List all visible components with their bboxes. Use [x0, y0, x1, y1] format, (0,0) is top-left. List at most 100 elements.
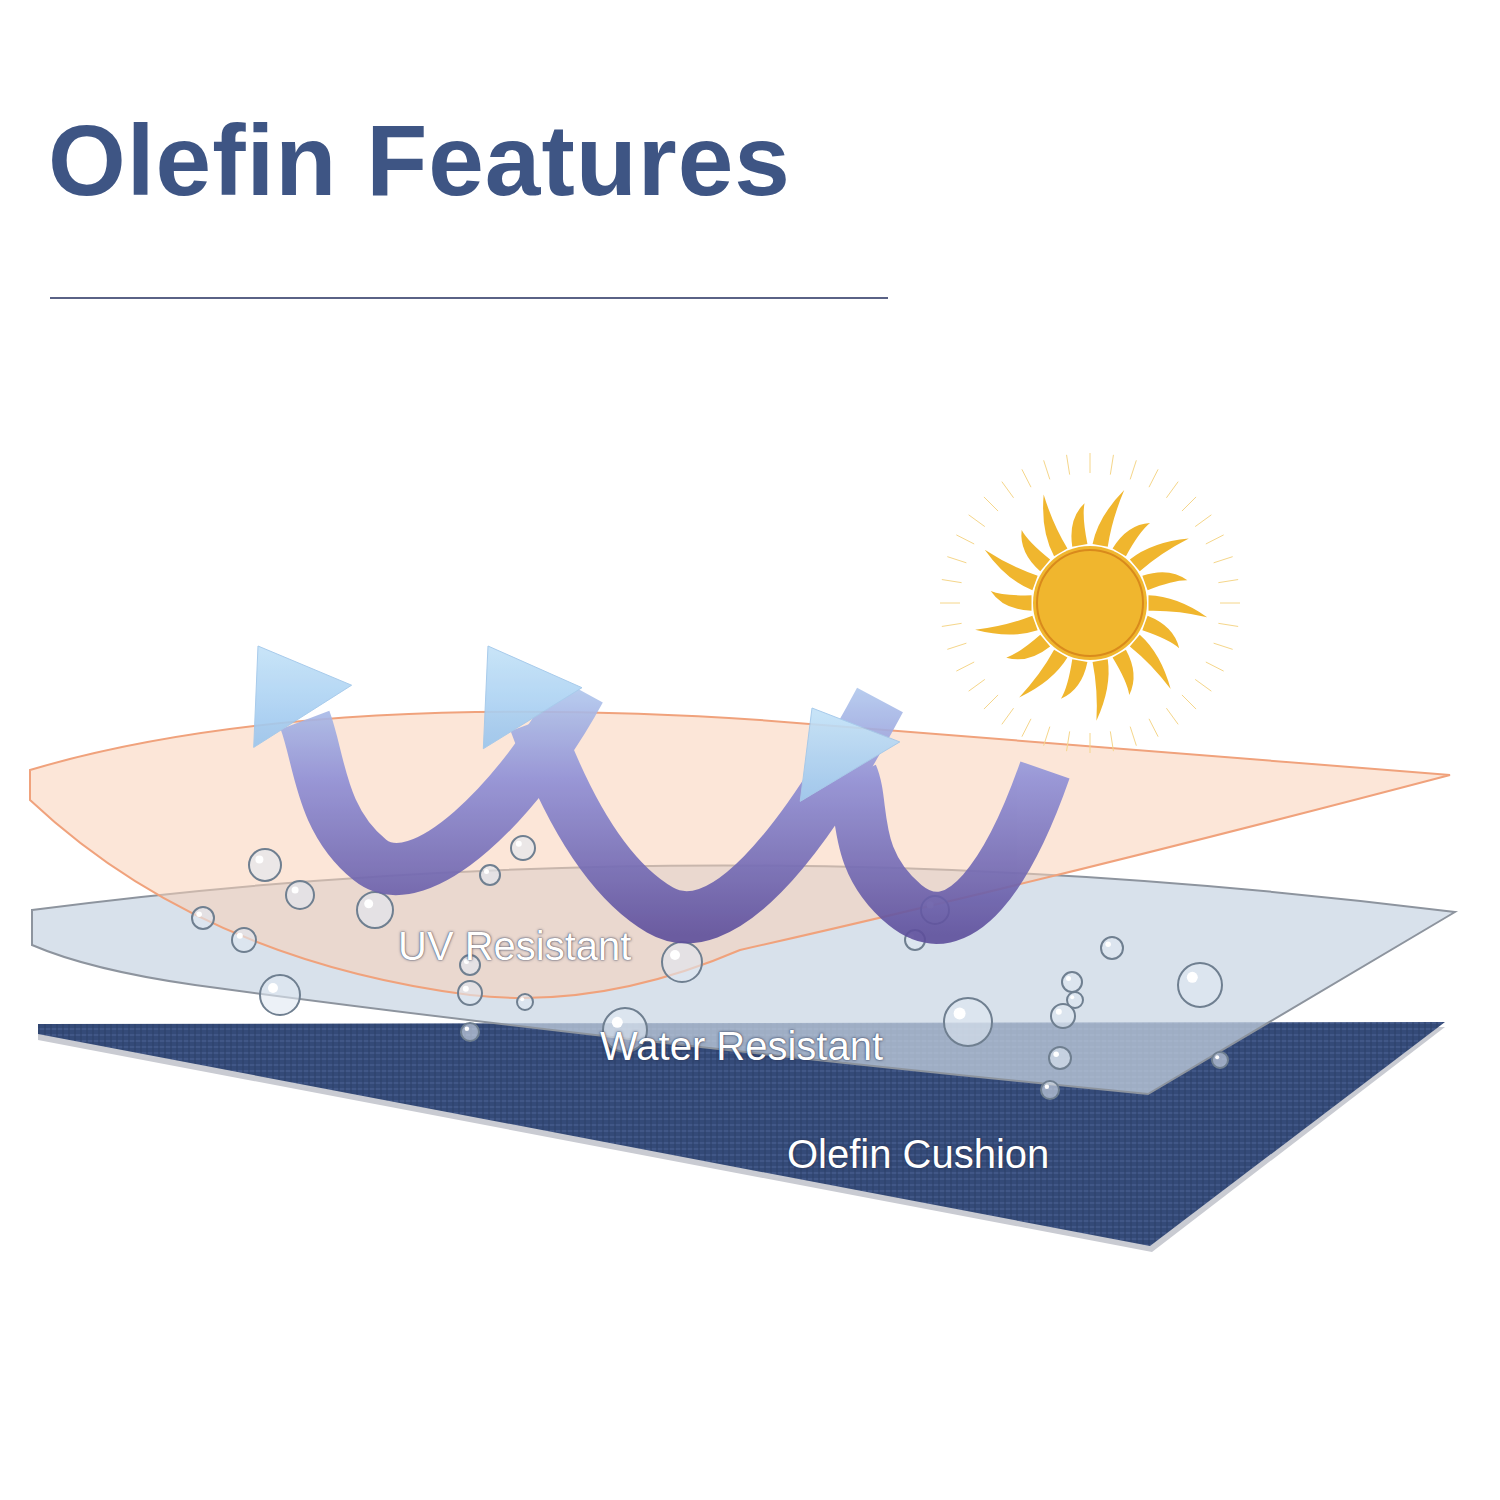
sun-glow	[1067, 731, 1070, 751]
sun-ray	[1006, 635, 1050, 660]
sun-glow	[1090, 453, 1091, 473]
sun-glow	[1022, 469, 1031, 487]
water-bubble	[1041, 1081, 1059, 1099]
bubble-highlight	[463, 986, 469, 992]
sun-glow	[956, 662, 974, 671]
water-bubble	[458, 981, 482, 1005]
sun-glow	[984, 695, 998, 709]
water-bubble	[1067, 992, 1083, 1008]
bubble-highlight	[1215, 1055, 1219, 1059]
sun-ray	[1061, 659, 1087, 698]
sun-glow	[956, 535, 974, 544]
water-bubble	[461, 1023, 479, 1041]
uv-layer	[30, 712, 1450, 998]
sun-glow	[1182, 695, 1196, 709]
water-bubble	[192, 907, 214, 929]
water-bubble	[1062, 972, 1082, 992]
arrow-head	[483, 646, 582, 749]
sun-glow	[1206, 662, 1224, 671]
layer-label: Water Resistant	[600, 1022, 883, 1070]
sun-glow	[942, 580, 962, 583]
sun-glow	[1130, 460, 1136, 479]
bubble-highlight	[1066, 976, 1071, 981]
sun-ray	[991, 591, 1032, 611]
sun-glow	[1214, 643, 1233, 649]
sun-ray	[1142, 572, 1187, 590]
arrow-head	[800, 708, 900, 801]
sun-glow	[1149, 719, 1158, 737]
bubble-highlight	[520, 997, 524, 1001]
uv-arrow	[852, 770, 1045, 918]
bubble-highlight	[1105, 941, 1111, 947]
bubble-highlight	[268, 983, 278, 993]
sun-glow	[1195, 679, 1211, 691]
sun-glow	[942, 623, 962, 626]
sun-glow	[1214, 557, 1233, 563]
sun-glow	[1218, 580, 1238, 583]
sun-glow	[984, 497, 998, 511]
bubble-highlight	[237, 933, 243, 939]
layer-label: Olefin Cushion	[787, 1130, 1049, 1178]
water-bubble	[1049, 1047, 1071, 1069]
sun-glow	[1182, 497, 1196, 511]
layer-label: UV Resistant	[398, 922, 631, 970]
bubble-highlight	[516, 841, 522, 847]
sun-glow	[1220, 603, 1240, 604]
water-bubble	[249, 849, 281, 881]
water-bubble	[480, 865, 500, 885]
sun-glow	[1166, 708, 1178, 724]
sun-glow	[947, 557, 966, 563]
sun-ray	[1093, 490, 1125, 547]
sun-glow	[1130, 727, 1136, 746]
water-bubble	[232, 928, 256, 952]
water-bubble	[1101, 937, 1123, 959]
bubble-highlight	[1056, 1009, 1062, 1015]
sun-glow	[1002, 708, 1014, 724]
bubble-highlight	[255, 855, 263, 863]
bubble-highlight	[1070, 995, 1074, 999]
sun-glow	[1002, 482, 1014, 498]
bubble-highlight	[1187, 972, 1198, 983]
water-bubble	[517, 994, 533, 1010]
sun-ray	[1130, 635, 1171, 689]
sun-ray	[1130, 539, 1189, 572]
bubble-highlight	[1053, 1051, 1059, 1057]
sun-ray	[1071, 503, 1087, 547]
bubble-highlight	[465, 1027, 470, 1032]
water-bubble	[260, 975, 300, 1015]
bubble-highlight	[292, 887, 299, 894]
sun-glow	[947, 643, 966, 649]
sun-glow	[969, 515, 985, 527]
water-bubble	[286, 881, 314, 909]
bubble-highlight	[670, 950, 680, 960]
sun-glow	[1206, 535, 1224, 544]
sun-glow	[1044, 460, 1050, 479]
sun-glow	[1166, 482, 1178, 498]
sun-icon	[940, 453, 1240, 753]
sun-glow	[1090, 733, 1091, 753]
title-underline	[50, 297, 888, 299]
sun-glow	[1067, 455, 1070, 475]
sun-glow	[1110, 731, 1113, 751]
sun-glow	[1195, 515, 1211, 527]
sun-glow	[940, 603, 960, 604]
water-bubble	[1212, 1052, 1228, 1068]
sun-disc	[1033, 546, 1147, 660]
arrow-head	[254, 646, 352, 747]
bubble-highlight	[484, 869, 489, 874]
water-bubble	[944, 998, 992, 1046]
bubble-highlight	[364, 899, 373, 908]
fabric-layer	[38, 1022, 1445, 1246]
diagram-title: Olefin Features	[48, 100, 791, 220]
sun-glow	[1022, 719, 1031, 737]
water-bubble	[511, 836, 535, 860]
sun-glow	[1044, 727, 1050, 746]
water-bubble	[357, 892, 393, 928]
bubble-highlight	[954, 1008, 966, 1020]
sun-glow	[1149, 469, 1158, 487]
water-bubble	[1178, 963, 1222, 1007]
sun-glow	[969, 679, 985, 691]
sun-ring	[1037, 550, 1143, 656]
sun-glow	[1218, 623, 1238, 626]
